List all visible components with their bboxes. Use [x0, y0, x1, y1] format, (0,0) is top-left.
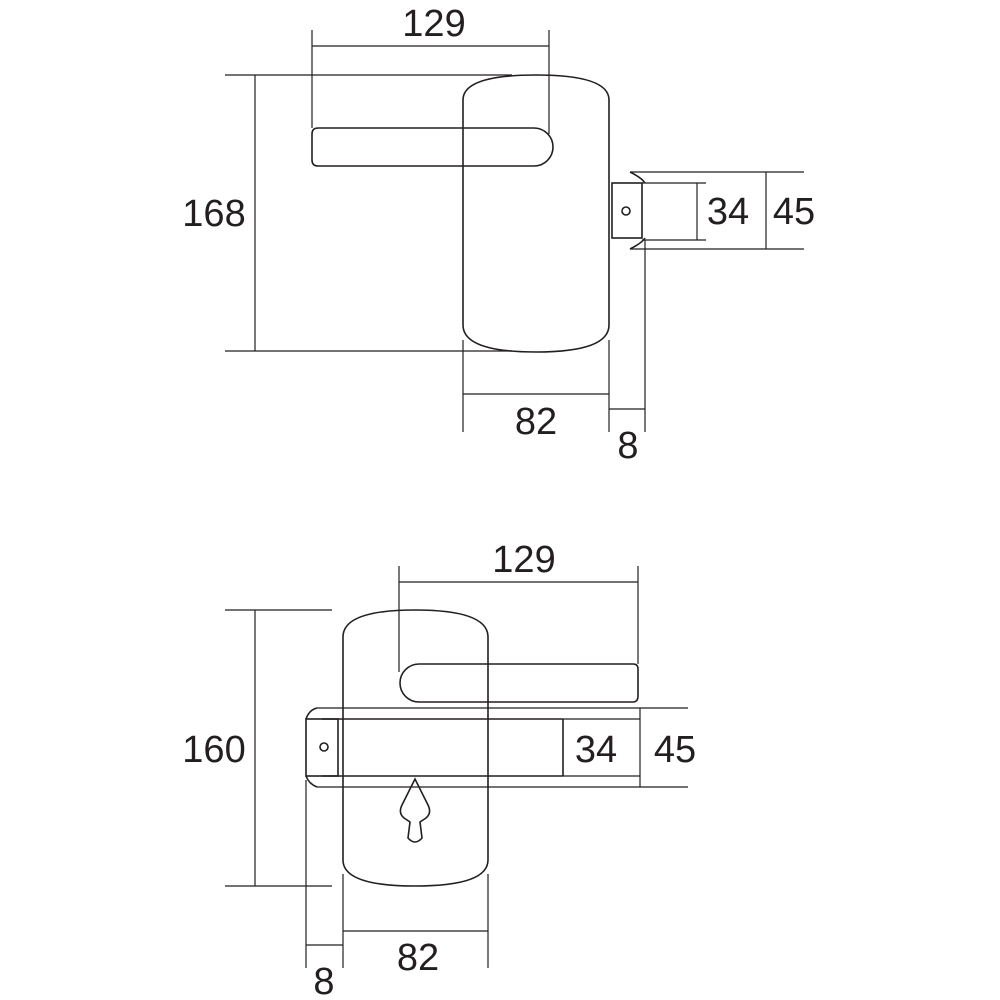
bottom-body-plate: [342, 609, 489, 887]
top-dim-82: 82: [462, 340, 610, 443]
bottom-dim-82-label: 82: [397, 937, 439, 979]
top-body-plate: [462, 74, 610, 353]
bottom-dim-129: 129: [398, 539, 639, 672]
top-dim-129-label: 129: [402, 3, 465, 45]
top-dim-168: 168: [182, 74, 512, 352]
bottom-lever-handle: [399, 663, 639, 703]
bottom-dim-8-label: 8: [313, 961, 334, 1000]
top-dim-45: 45: [630, 171, 815, 250]
bottom-dim-45-label: 45: [654, 729, 696, 771]
top-dim-34-label: 34: [707, 191, 749, 233]
bottom-dim-160: 160: [182, 609, 332, 887]
top-dim-34: 34: [642, 182, 749, 241]
bottom-view: 129 160 82 8 34: [182, 539, 696, 1000]
bottom-dim-160-label: 160: [182, 729, 245, 771]
top-dim-8: 8: [609, 240, 646, 467]
top-dim-129: 129: [311, 3, 550, 134]
bottom-dim-34-label: 34: [575, 729, 617, 771]
bottom-dim-129-label: 129: [492, 539, 555, 581]
bottom-screw-hole: [319, 742, 329, 752]
top-lever-handle: [311, 127, 554, 167]
bottom-dim-34: 34: [563, 718, 640, 777]
top-dim-168-label: 168: [182, 193, 245, 235]
bottom-glass-clamp: [305, 707, 564, 788]
top-view: 129 168 82 8 34: [182, 3, 815, 467]
top-dim-8-label: 8: [617, 425, 638, 467]
bottom-dim-82: 82: [342, 874, 489, 979]
top-dim-45-label: 45: [773, 191, 815, 233]
thumb-turn: [399, 777, 431, 843]
bottom-dim-45: 45: [317, 707, 696, 788]
top-side-clamp: [611, 171, 646, 250]
bottom-dim-8: 8: [305, 780, 343, 1000]
top-dim-82-label: 82: [515, 401, 557, 443]
top-screw-hole: [621, 206, 631, 216]
